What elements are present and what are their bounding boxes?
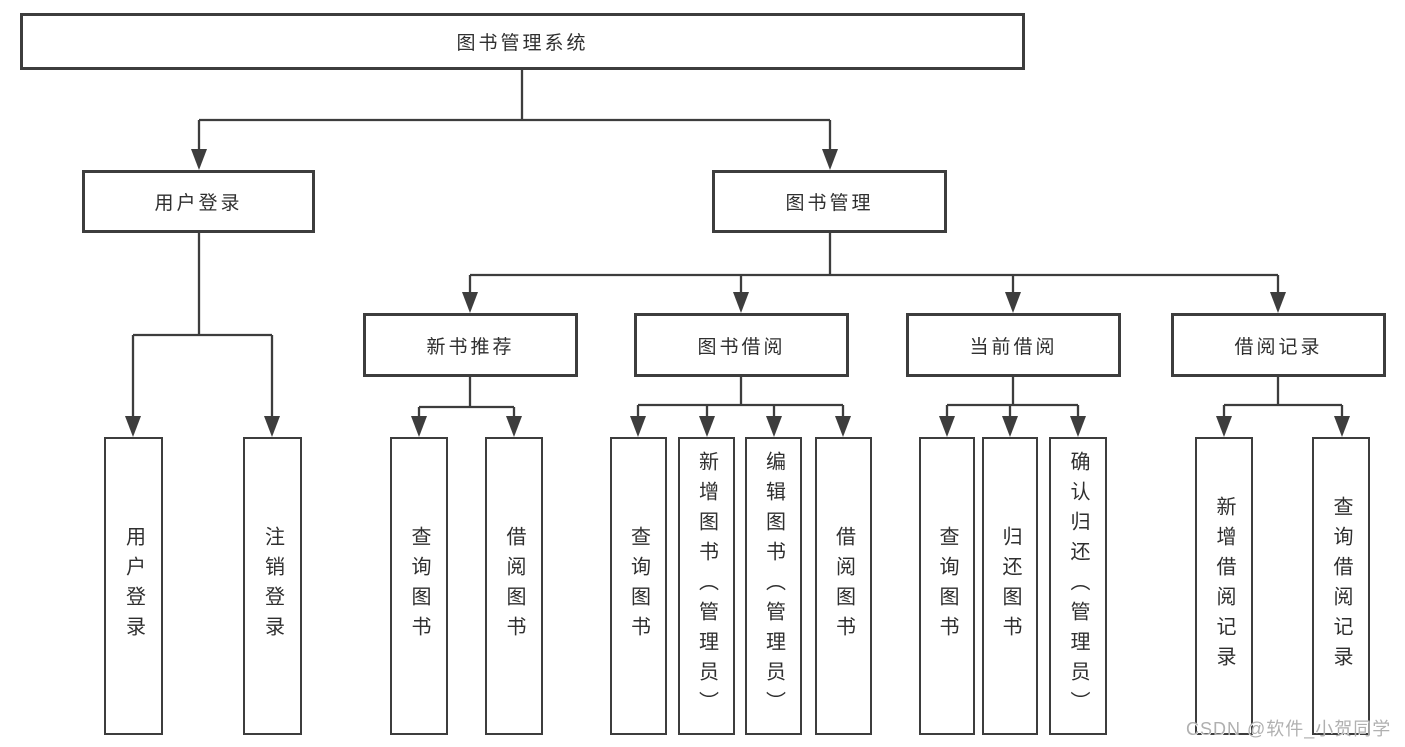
leaf-logout-login: 注销登录 [243, 437, 302, 735]
leaf-user-login: 用户登录 [104, 437, 163, 735]
leaf-query-borrow-record: 查询借阅记录 [1312, 437, 1370, 735]
leaf-edit-books-admin: 编辑图书（管理员） [745, 437, 802, 735]
leaf-return-books: 归还图书 [982, 437, 1038, 735]
node-borrowing-records: 借阅记录 [1171, 313, 1386, 377]
node-current-borrowing: 当前借阅 [906, 313, 1121, 377]
leaf-add-books-admin: 新增图书（管理员） [678, 437, 735, 735]
node-book-management: 图书管理 [712, 170, 947, 233]
leaf-borrow-books-recommend: 借阅图书 [485, 437, 543, 735]
leaf-query-books-current: 查询图书 [919, 437, 975, 735]
leaf-confirm-return-admin: 确认归还（管理员） [1049, 437, 1107, 735]
watermark-text: CSDN @软件_小贺同学 [1186, 719, 1392, 739]
node-user-login: 用户登录 [82, 170, 315, 233]
leaf-borrow-books: 借阅图书 [815, 437, 872, 735]
arrowheads [125, 149, 1350, 437]
node-book-borrowing: 图书借阅 [634, 313, 849, 377]
node-new-book-recommendation: 新书推荐 [363, 313, 578, 377]
leaf-add-borrow-record: 新增借阅记录 [1195, 437, 1253, 735]
leaf-query-books-borrowing: 查询图书 [610, 437, 667, 735]
leaf-query-books-recommend: 查询图书 [390, 437, 448, 735]
node-library-management-system: 图书管理系统 [20, 13, 1025, 70]
